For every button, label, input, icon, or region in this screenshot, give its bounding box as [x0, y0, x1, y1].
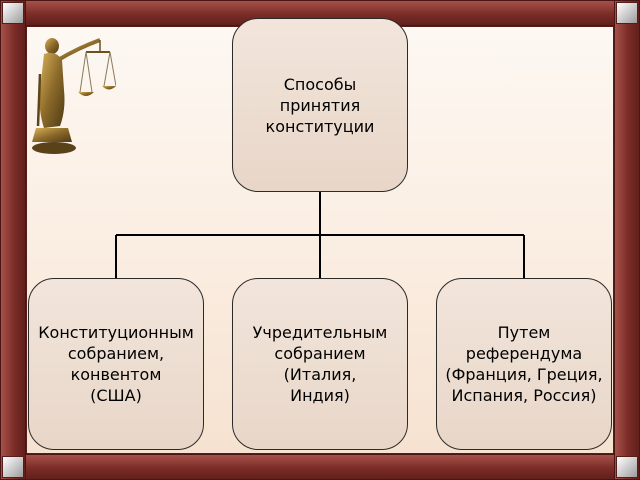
child-node-referendum: Путем референдума (Франция, Греция, Испа…	[436, 278, 612, 450]
child-node-constitutional-assembly: Конституционным собранием, конвентом (СШ…	[28, 278, 204, 450]
root-node-label: Способы принятия конституции	[265, 74, 375, 136]
frame-corner-bottom-left	[2, 456, 24, 478]
frame-corner-top-left	[2, 2, 24, 24]
child-node-label: Учредительным собранием (Италия, Индия)	[252, 323, 388, 405]
frame-bottom-bar	[0, 454, 640, 480]
frame-left-bar	[0, 0, 26, 480]
child-node-label: Путем референдума (Франция, Греция, Испа…	[445, 323, 603, 405]
themis-justice-statue-icon	[32, 38, 116, 154]
frame-right-bar	[614, 0, 640, 480]
root-node: Способы принятия конституции	[232, 18, 408, 192]
frame-corner-bottom-right	[616, 456, 638, 478]
frame-corner-top-right	[616, 2, 638, 24]
child-node-constituent-assembly: Учредительным собранием (Италия, Индия)	[232, 278, 408, 450]
child-node-label: Конституционным собранием, конвентом (СШ…	[38, 323, 194, 405]
